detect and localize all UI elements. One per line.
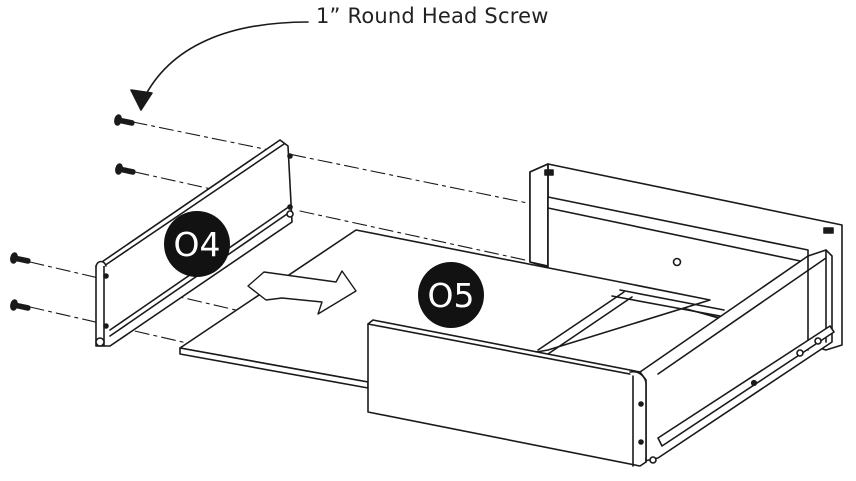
part-badge-o4: O4 [164,211,230,277]
side-panel-right [640,250,834,463]
part-badge-o5: O5 [418,262,484,328]
screw-icon [115,163,136,177]
screw-icon [114,114,135,128]
screw-icon [10,299,31,313]
front-panel [368,320,646,466]
screw-icon [10,252,31,266]
screw-callout-label: 1” Round Head Screw [316,4,549,28]
callout-arrow [131,22,308,110]
direction-arrow-icon [248,271,356,314]
